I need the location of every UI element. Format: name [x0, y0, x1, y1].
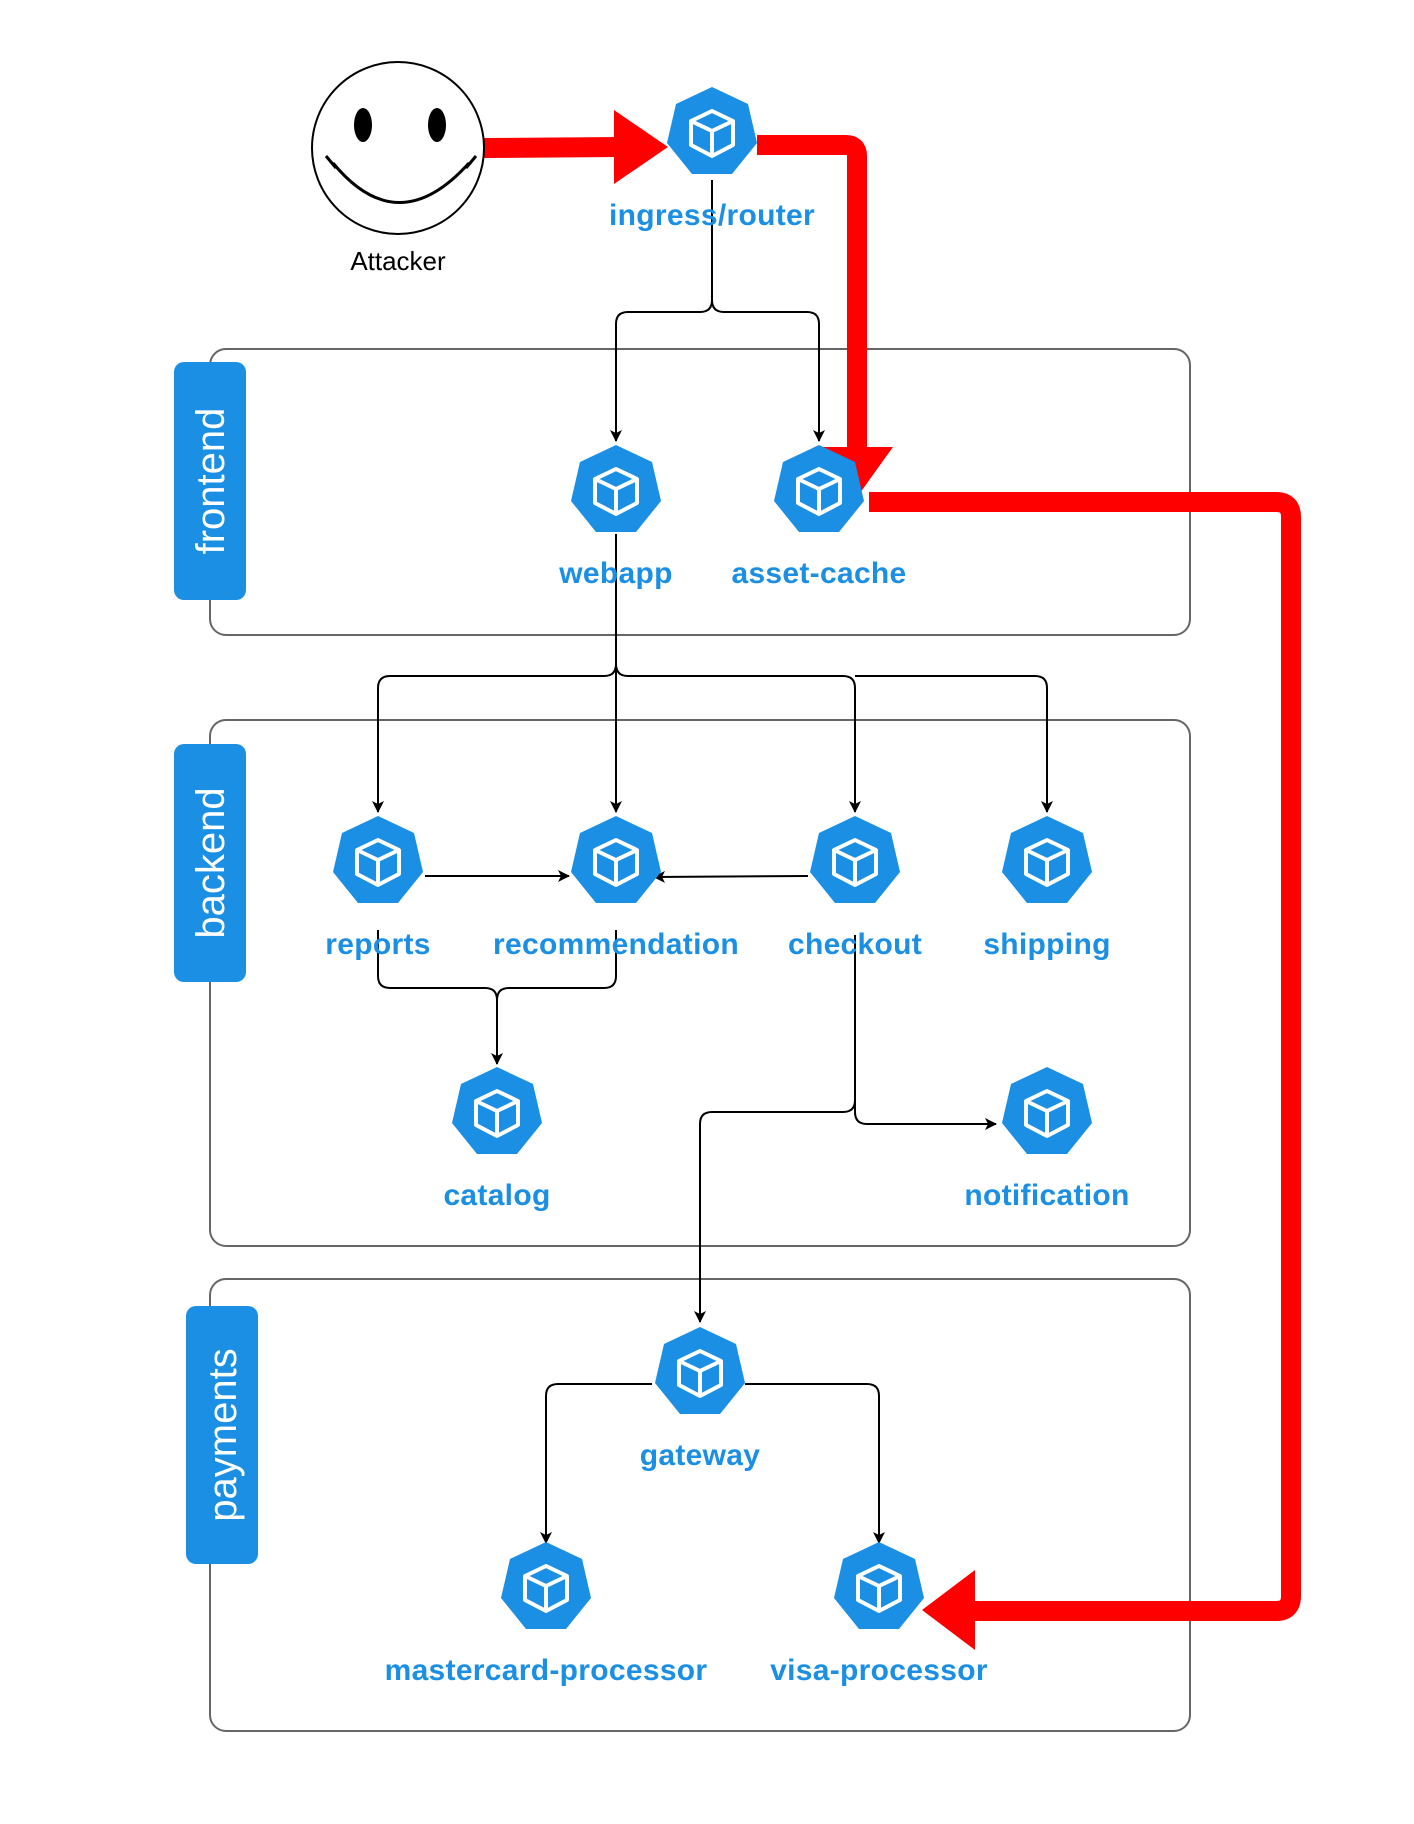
- node-shipping[interactable]: shipping: [983, 814, 1110, 961]
- edge-checkout-notification: [854, 935, 997, 1130]
- node-asset-cache[interactable]: asset-cache: [731, 443, 906, 590]
- payments-group-tag: payments: [186, 1306, 258, 1564]
- node-label: shipping: [983, 928, 1110, 961]
- attack-arrowhead-ingress: [614, 110, 668, 184]
- node-label: catalog: [443, 1179, 550, 1212]
- edge-reports-catalog: [377, 930, 503, 1065]
- kubernetes-pod-icon: [808, 814, 902, 905]
- node-gateway[interactable]: gateway: [640, 1325, 761, 1472]
- node-label: visa-processor: [770, 1654, 988, 1687]
- edge-webapp-shipping: [855, 675, 1053, 813]
- frontend-group-label: frontend: [189, 408, 233, 555]
- kubernetes-pod-icon: [569, 443, 663, 534]
- edge-webapp-checkout: [615, 663, 861, 813]
- edge-recommendation-catalog: [496, 930, 617, 1001]
- kubernetes-pod-icon: [1000, 1065, 1094, 1156]
- node-recommendation[interactable]: recommendation: [493, 814, 739, 961]
- node-label: asset-cache: [731, 557, 906, 590]
- kubernetes-pod-icon: [832, 1540, 926, 1631]
- attack-arrow-to-ingress: [483, 137, 621, 158]
- edge-checkout-recommendation: [653, 870, 809, 883]
- node-label: notification: [964, 1179, 1129, 1212]
- kubernetes-pod-icon: [331, 814, 425, 905]
- node-notification[interactable]: notification: [964, 1065, 1129, 1212]
- payments-group-label: payments: [201, 1348, 245, 1521]
- edge-ingress-webapp: [610, 180, 713, 442]
- kubernetes-pod-icon: [569, 814, 663, 905]
- service-edges: [372, 180, 1053, 1544]
- attack-arrowhead-visa: [922, 1570, 975, 1650]
- node-ingress-router[interactable]: ingress/router: [609, 85, 815, 232]
- kubernetes-pod-icon: [653, 1325, 747, 1416]
- node-visa-processor[interactable]: visa-processor: [770, 1540, 988, 1687]
- node-label: mastercard-processor: [385, 1654, 708, 1687]
- kubernetes-pod-icon: [1000, 814, 1094, 905]
- kubernetes-pod-icon: [499, 1540, 593, 1631]
- attack-arrow-to-visa: [869, 492, 1301, 1621]
- node-label: reports: [325, 928, 430, 961]
- kubernetes-pod-icon: [450, 1065, 544, 1156]
- node-label: webapp: [558, 557, 672, 590]
- node-label: checkout: [788, 928, 922, 961]
- backend-group-label: backend: [189, 787, 233, 938]
- node-label: ingress/router: [609, 199, 815, 232]
- node-label: gateway: [640, 1439, 761, 1472]
- attack-arrow-to-asset-cache: [757, 135, 867, 455]
- node-checkout[interactable]: checkout: [788, 814, 922, 961]
- attacker-label: Attacker: [350, 246, 446, 276]
- edge-ingress-asset-cache: [711, 180, 825, 442]
- node-label: recommendation: [493, 928, 739, 961]
- node-reports[interactable]: reports: [325, 814, 430, 961]
- node-catalog[interactable]: catalog: [443, 1065, 550, 1212]
- kubernetes-pod-icon: [665, 85, 759, 176]
- edge-gateway-mastercard: [540, 1383, 652, 1544]
- backend-group-tag: backend: [174, 744, 246, 982]
- frontend-group-tag: frontend: [174, 362, 246, 600]
- node-webapp[interactable]: webapp: [558, 443, 672, 590]
- attacker: Attacker: [311, 61, 485, 276]
- smiley-face-icon: [311, 61, 485, 235]
- edge-checkout-gateway: [694, 1099, 856, 1323]
- node-mastercard-processor[interactable]: mastercard-processor: [385, 1540, 708, 1687]
- edge-gateway-visa: [745, 1383, 885, 1544]
